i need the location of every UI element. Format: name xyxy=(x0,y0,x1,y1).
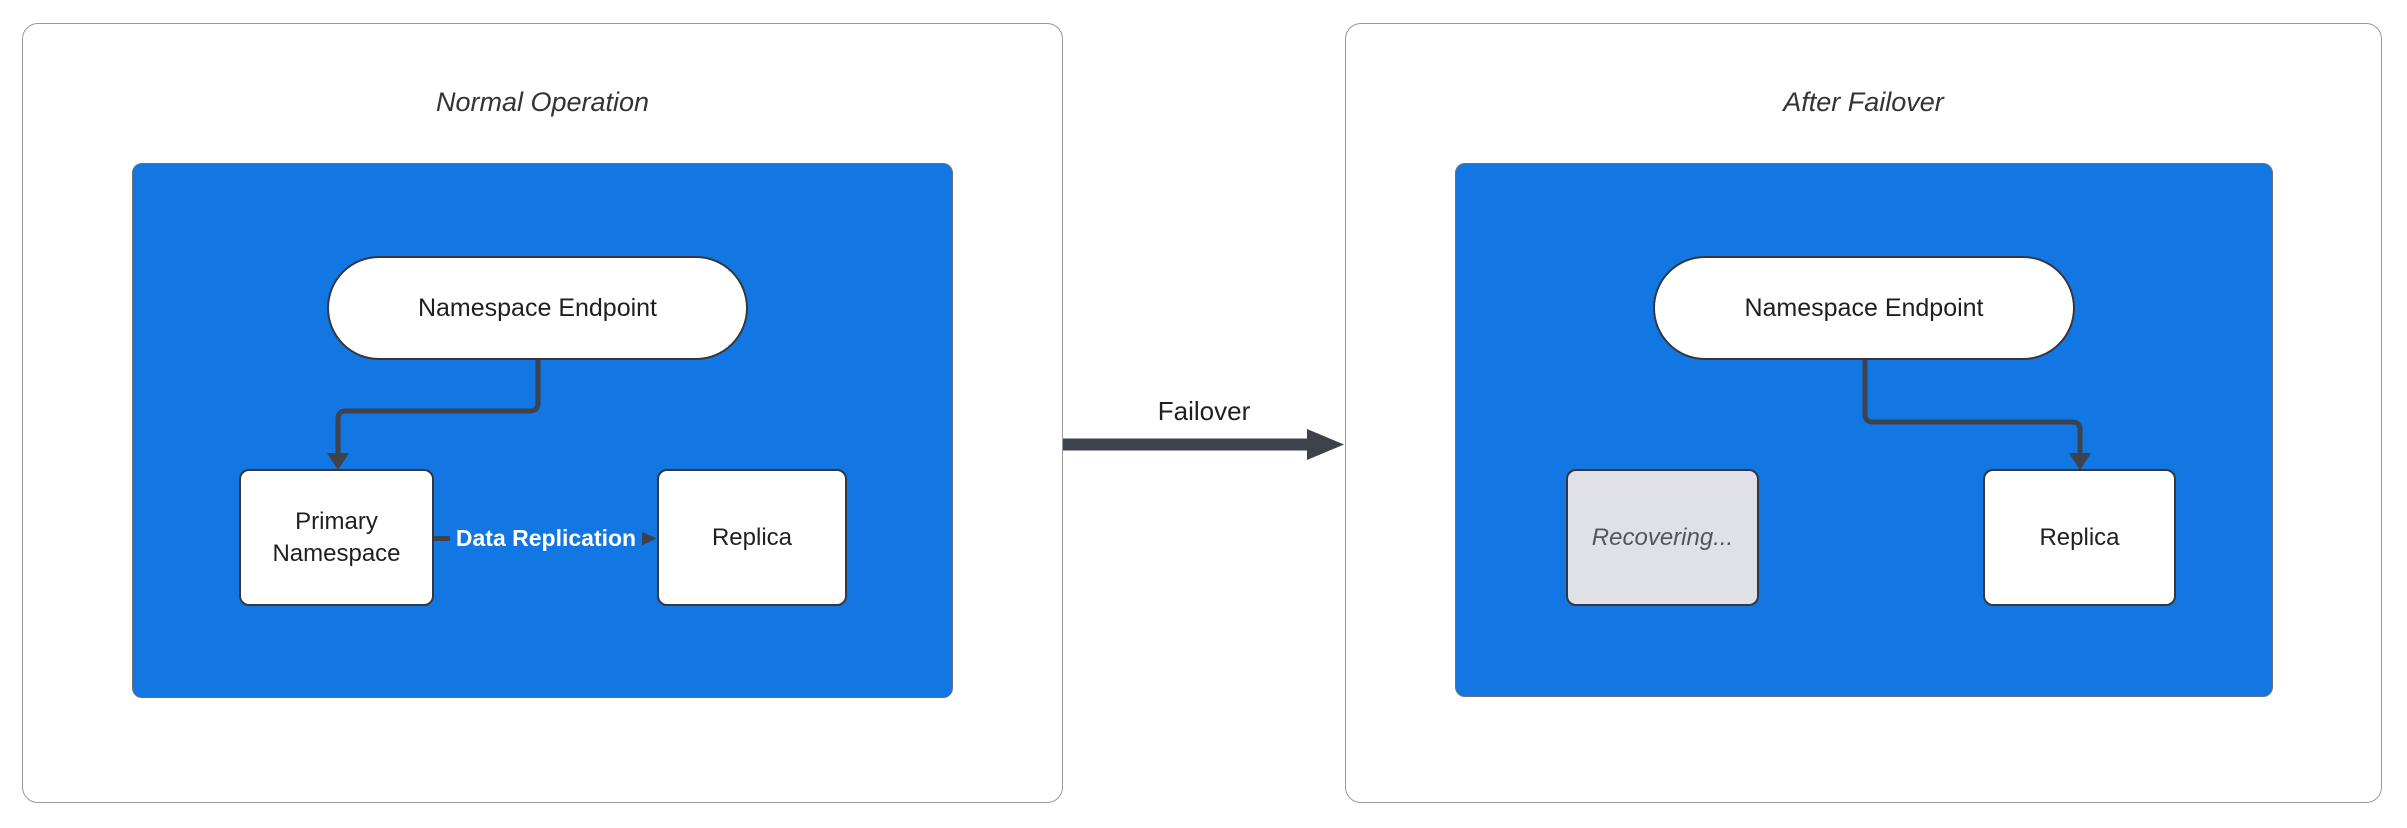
cluster-namespace-right: Namespace Endpoint Recovering... Replica xyxy=(1455,163,2273,697)
node-primary-namespace: Primary Namespace xyxy=(239,469,434,606)
edge-label-data-replication: Data Replication xyxy=(449,523,643,553)
arrowhead-down-icon xyxy=(2069,453,2091,470)
edge-endpoint-to-replica xyxy=(1862,358,2083,457)
node-namespace-endpoint: Namespace Endpoint xyxy=(1653,256,2075,360)
node-label: Primary Namespace xyxy=(272,508,401,567)
connector-layer-left xyxy=(327,358,657,549)
panel-normal-operation: Normal Operation Namespace Endpoint Prim… xyxy=(22,23,1063,803)
node-label: Replica xyxy=(711,523,793,551)
cluster-namespace-left: Namespace Endpoint Primary Namespace Rep… xyxy=(132,163,953,698)
node-namespace-endpoint: Namespace Endpoint xyxy=(327,256,748,360)
node-label: Recovering... xyxy=(1591,523,1734,551)
failover-arrow xyxy=(1063,429,1344,460)
arrowhead-down-icon xyxy=(327,453,349,470)
panel-title: Normal Operation xyxy=(435,87,650,117)
node-recovering: Recovering... xyxy=(1566,469,1759,606)
node-replica: Replica xyxy=(1983,469,2176,606)
node-label: Replica xyxy=(2039,523,2120,551)
connector-layer-right xyxy=(1862,358,2091,470)
panel-title: After Failover xyxy=(1783,87,1944,117)
panel-after-failover: After Failover Namespace Endpoint Recove… xyxy=(1345,23,2382,803)
arrowhead-right-icon xyxy=(1307,429,1344,460)
failover-edge-label: Failover xyxy=(1157,396,1251,426)
node-label: Namespace Endpoint xyxy=(1744,293,1984,322)
node-replica: Replica xyxy=(657,469,847,606)
edge-label-data-replication-wrap: Data Replication xyxy=(434,523,658,553)
edge-endpoint-to-primary xyxy=(335,358,541,457)
node-label: Namespace Endpoint xyxy=(417,293,658,322)
